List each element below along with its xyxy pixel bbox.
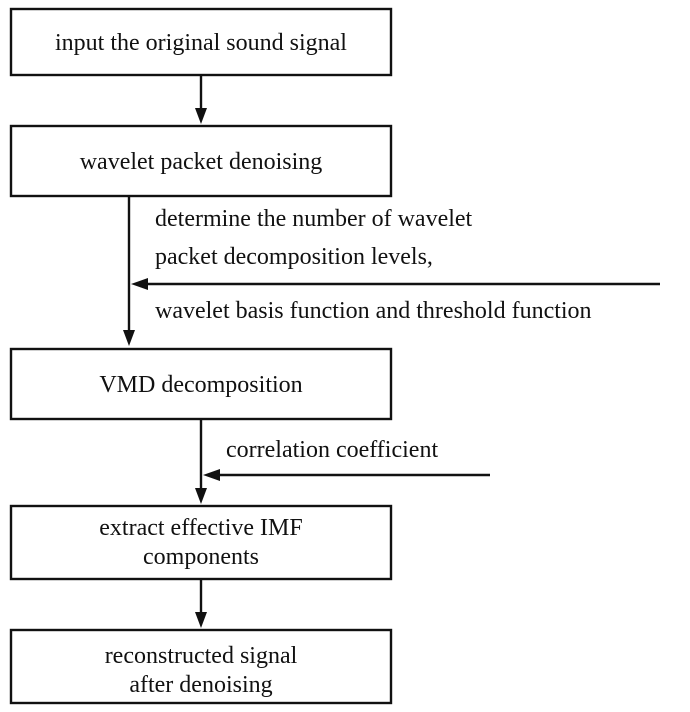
side-label-wavelet-line3: wavelet basis function and threshold fun… — [155, 298, 592, 324]
arrow-vmd-to-imf — [195, 419, 207, 504]
step-box-extract-imf: extract effective IMF components — [9, 504, 393, 581]
step-label-reconstructed-line1: reconstructed signal — [105, 643, 298, 669]
side-label-wavelet-line2: packet decomposition levels, — [155, 244, 433, 270]
step-box-input: input the original sound signal — [9, 7, 393, 77]
side-label-correlation: correlation coefficient — [226, 437, 438, 463]
side-arrow-wavelet-parameters — [131, 278, 660, 290]
arrow-input-to-wavelet — [195, 75, 207, 124]
step-label-reconstructed-line2: after denoising — [129, 672, 272, 698]
step-box-vmd-decomposition: VMD decomposition — [9, 347, 393, 421]
step-box-reconstructed-signal: reconstructed signal after denoising — [9, 628, 393, 705]
step-label-vmd-decomposition: VMD decomposition — [99, 372, 302, 398]
step-label-extract-imf-line1: extract effective IMF — [99, 515, 302, 541]
step-label-input: input the original sound signal — [55, 30, 347, 56]
arrow-wavelet-to-vmd — [123, 196, 135, 346]
step-box-wavelet-packet-denoising: wavelet packet denoising — [9, 124, 393, 198]
arrow-imf-to-reconstructed — [195, 579, 207, 628]
side-label-wavelet-line1: determine the number of wavelet — [155, 206, 473, 232]
step-label-extract-imf-line2: components — [143, 544, 259, 570]
side-arrow-correlation-coefficient — [203, 469, 490, 481]
step-label-wavelet-packet-denoising: wavelet packet denoising — [80, 149, 323, 175]
